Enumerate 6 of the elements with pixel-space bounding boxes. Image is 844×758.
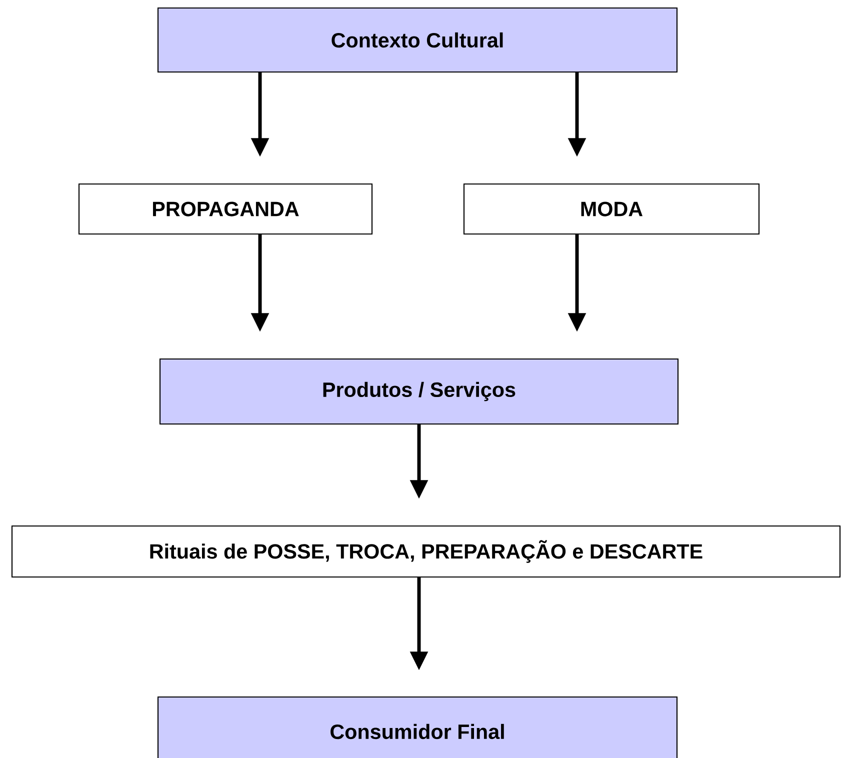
process-box: Consumidor Final [157, 696, 678, 758]
process-box: Produtos / Serviços [159, 358, 679, 425]
process-box: Rituais de POSSE, TROCA, PREPARAÇÃO e DESCARTE [11, 525, 841, 578]
process-box: Contexto Cultural [157, 7, 678, 73]
process-box: MODA [463, 183, 760, 235]
process-box: PROPAGANDA [78, 183, 373, 235]
